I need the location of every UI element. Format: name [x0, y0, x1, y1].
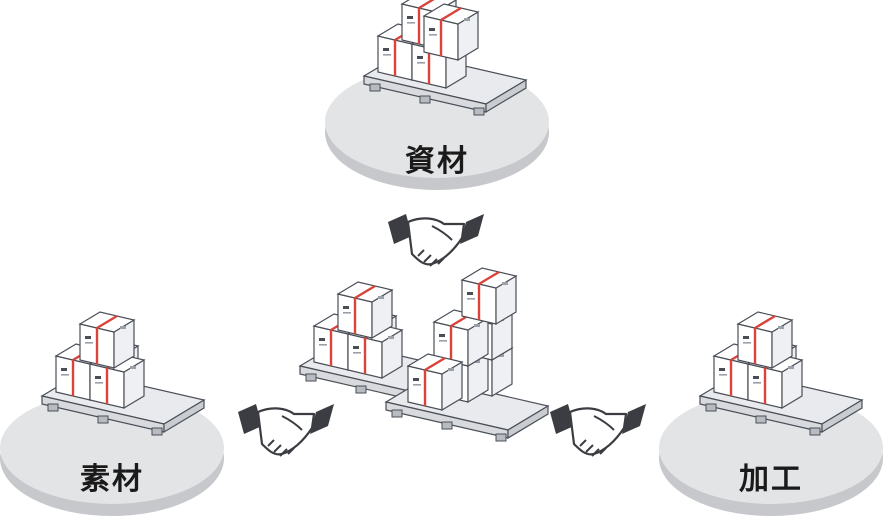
- node-left-label: 素材: [80, 462, 144, 497]
- handshake-icon: [386, 212, 486, 268]
- handshake-icon: [548, 402, 648, 458]
- handshake-icon: [236, 402, 336, 458]
- pallet-boxes-icon: [385, 266, 549, 442]
- center-warehouse-pallets: [300, 266, 549, 442]
- node-top: [325, 0, 549, 190]
- node-right: [659, 312, 883, 516]
- node-top-label: 資材: [405, 144, 469, 179]
- node-right-label: 加工: [739, 462, 803, 497]
- node-left: [0, 312, 224, 516]
